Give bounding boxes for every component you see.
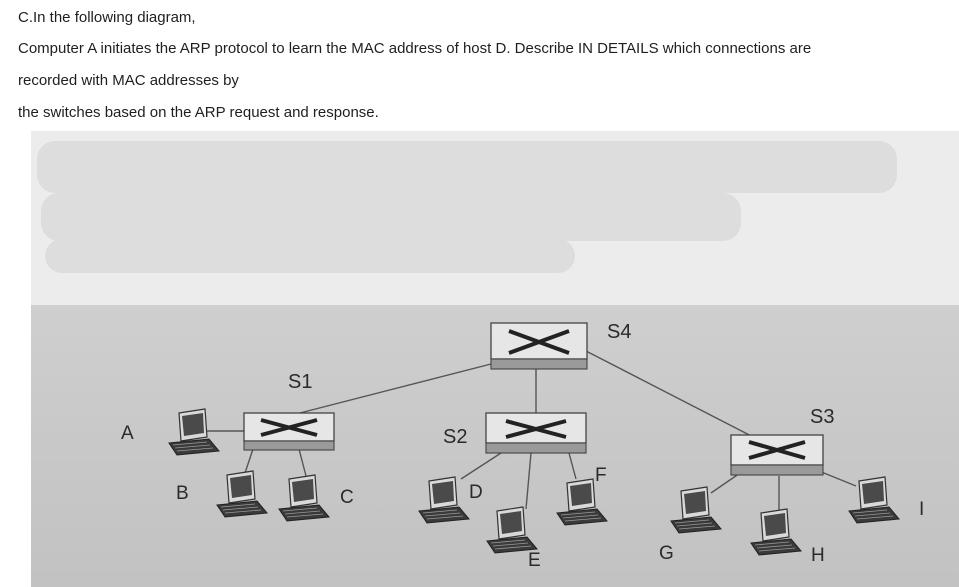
label-host-h: H [811,545,825,566]
computer-d [418,476,470,524]
label-host-a: A [121,423,134,444]
label-host-i: I [919,499,924,520]
question-line-4: the switches based on the ARP request an… [18,104,379,121]
switch-s2 [485,412,587,454]
computer-i [848,476,900,524]
question-line-2: Computer A initiates the ARP protocol to… [18,40,812,57]
label-s2: S2 [443,426,467,448]
computer-b [216,470,268,518]
label-host-c: C [340,487,354,508]
link-s1-b [243,448,254,477]
link-s2-f [568,452,577,480]
link-s4-s3 [585,350,762,442]
switch-s3 [730,434,824,476]
question-line-1: C.In the following diagram, [18,9,196,26]
label-s4: S4 [607,321,631,343]
link-s2-d [460,452,502,480]
computer-a [168,408,220,456]
label-s3: S3 [810,406,834,428]
link-s1-c [298,448,307,477]
network-diagram-photo: S1 S2 S3 S4 A B C D E F G H I [31,131,959,587]
question-line-3: recorded with MAC addresses by [18,72,239,89]
label-host-f: F [595,465,607,486]
link-s3-i [818,470,857,487]
computer-g [670,486,722,534]
computer-c [278,474,330,522]
label-host-g: G [659,543,674,564]
switch-s4 [490,322,588,370]
network-diagram: S1 S2 S3 S4 A B C D E F G H I [121,321,924,571]
link-s2-e [525,452,532,510]
label-s1: S1 [288,371,312,393]
switch-s1 [243,412,335,451]
blurred-region [31,131,959,306]
label-host-b: B [176,483,189,504]
label-host-e: E [528,550,541,571]
computer-e [486,506,538,554]
label-host-d: D [469,482,483,503]
computer-h [750,508,802,556]
